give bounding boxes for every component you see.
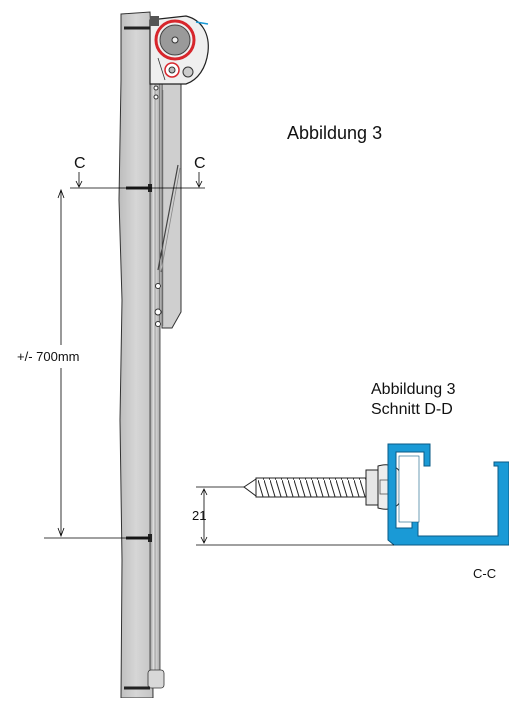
depth-dimension-line [196, 486, 394, 546]
cut-marker-left: C [74, 155, 86, 172]
section-title-line2: Schnitt D-D [371, 401, 453, 418]
drive-pulley [154, 19, 196, 61]
depth-dimension-label: 21 [192, 508, 206, 523]
section-profile [387, 443, 509, 546]
spacing-dimension-line [44, 188, 150, 539]
section-label: C-C [473, 566, 496, 581]
section-screw [243, 464, 405, 510]
arm-housing [153, 79, 182, 329]
motor-mechanism [149, 15, 209, 85]
section-title-line1: Abbildung 3 [371, 381, 456, 398]
wall-post [118, 11, 154, 699]
idler-pulley [164, 62, 194, 78]
cut-marker-right: C [194, 155, 206, 172]
cut-line-c [70, 172, 205, 189]
figure-title: Abbildung 3 [287, 123, 382, 143]
spacing-dimension-label: +/- 700mm [17, 349, 80, 364]
